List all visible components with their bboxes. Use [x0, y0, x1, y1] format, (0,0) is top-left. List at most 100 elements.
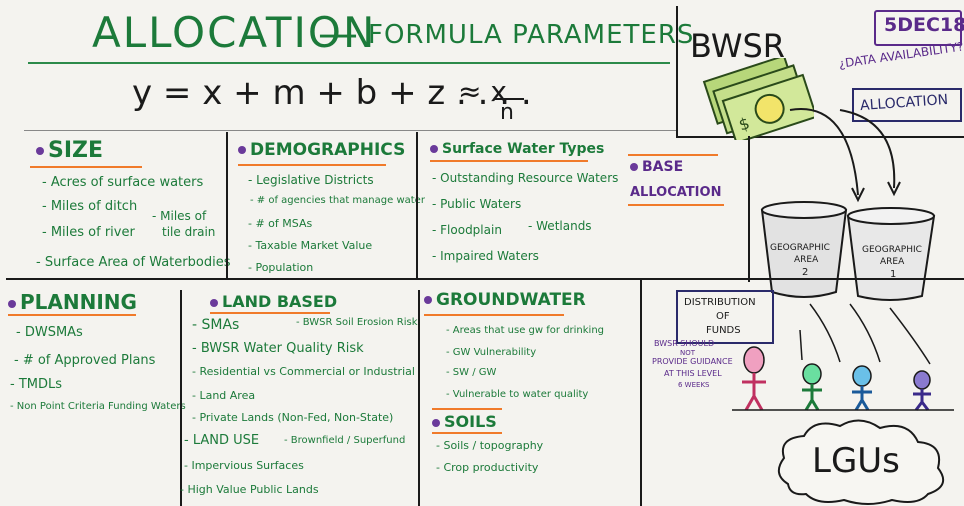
size-side-note: tile drain [162, 225, 216, 239]
groundwater-item: - Areas that use gw for drinking [446, 325, 605, 336]
demographics-item: - Taxable Market Value [248, 239, 373, 252]
land-based-item: - Residential vs Commercial or Industria… [192, 365, 415, 378]
title-underline [28, 62, 670, 64]
land-based-underline [210, 312, 330, 314]
planning-item: - DWSMAs [16, 325, 83, 340]
land-based-item: - SMAs [192, 317, 240, 333]
title: ALLOCATION [92, 8, 377, 57]
planning-divider [180, 290, 182, 506]
bullet-icon [430, 145, 438, 153]
groundwater-underline [424, 314, 564, 316]
distribution-line3: FUNDS [706, 325, 741, 336]
bucket-left-line3: 2 [802, 267, 809, 278]
bullet-icon [424, 296, 432, 304]
bucket-left-line1: GEOGRAPHIC [770, 243, 830, 253]
diagram-divider [640, 280, 642, 506]
bucket-right-line3: 1 [890, 269, 897, 280]
planning-underline [8, 314, 136, 316]
bullet-icon [36, 147, 44, 155]
bwsr-note-line5: 6 WEEKS [678, 381, 710, 389]
soils-header-label: SOILS [444, 412, 497, 431]
surface-water-item: - Impaired Waters [432, 249, 539, 263]
surface-water-item: - Floodplain [432, 223, 502, 237]
vertical-divider-mid [748, 136, 750, 282]
date-box [874, 10, 962, 46]
surface-water-item: - Public Waters [432, 197, 522, 211]
land-based-item: - Private Lands (Non-Fed, Non-State) [192, 411, 394, 424]
surface-water-header-label: Surface Water Types [442, 141, 605, 157]
land-based-item: - BWSR Water Quality Risk [192, 341, 364, 356]
size-item: - Surface Area of Waterbodies [36, 255, 231, 270]
people-icons [732, 346, 954, 411]
bwsr-note-line2: NOT [680, 349, 696, 357]
demographics-item: - # of MSAs [248, 217, 313, 230]
distribution-box [676, 290, 774, 344]
base-allocation-line2: ALLOCATION [630, 185, 722, 200]
bwsr-note-line1: BWSR SHOULD [654, 339, 715, 348]
bwsr-label: BWSR [690, 27, 785, 65]
base-allocation-label1: BASE [642, 159, 684, 175]
distribution-line2: OF [716, 311, 730, 322]
surface-water-item: - Outstanding Resource Waters [432, 171, 619, 185]
title-dash: — [318, 11, 358, 57]
planning-item: - TMDLs [10, 377, 63, 392]
planning-item: - Non Point Criteria Funding Waters [10, 401, 186, 412]
planning-header-label: PLANNING [20, 290, 137, 314]
groundwater-header-label: GROUNDWATER [436, 290, 586, 310]
bullet-icon [8, 299, 16, 308]
demographics-header: DEMOGRAPHICS [238, 142, 405, 159]
size-header-label: SIZE [48, 138, 104, 163]
groundwater-header: GROUNDWATER [424, 292, 586, 309]
distribution-arrows [799, 303, 931, 365]
size-header: SIZE [36, 140, 103, 162]
land-based-item: - Land Area [192, 389, 256, 402]
top-right-divider [676, 136, 964, 138]
soils-item: - Crop productivity [436, 461, 539, 474]
demographics-item: - # of agencies that manage water [250, 195, 425, 206]
base-allocation-line1: BASE [630, 160, 683, 174]
bullet-icon [210, 298, 218, 307]
bucket-right-line2: AREA [880, 257, 905, 267]
money-icon: $ [702, 58, 814, 140]
top-sections-divider [24, 130, 676, 131]
demographics-divider [416, 132, 418, 278]
row-divider [6, 278, 964, 280]
land-based-item: - LAND USE [184, 433, 260, 448]
arrows-to-buckets [789, 108, 901, 203]
demographics-item: - Legislative Districts [248, 173, 374, 187]
formula-fraction-bar [494, 98, 524, 100]
size-underline [30, 166, 142, 168]
soils-item: - Soils / topography [436, 439, 544, 452]
bullet-icon [432, 418, 440, 427]
lgus-label: LGUs [812, 441, 900, 481]
size-divider [226, 132, 228, 278]
land-based-item: - Impervious Surfaces [184, 459, 304, 472]
bullet-icon [238, 146, 246, 154]
subtitle: FORMULA PARAMETERS [368, 20, 695, 50]
land-based-divider [418, 290, 420, 506]
land-based-header: LAND BASED [210, 294, 337, 310]
groundwater-item: - SW / GW [446, 367, 497, 378]
demographics-header-label: DEMOGRAPHICS [250, 140, 406, 160]
person-pink-icon [742, 346, 766, 411]
vertical-divider-top [676, 6, 678, 136]
land-based-side-note: - BWSR Soil Erosion Risk [296, 317, 418, 328]
formula-denominator: n [500, 100, 514, 125]
planning-item: - # of Approved Plans [14, 353, 156, 368]
size-item: - Acres of surface waters [42, 175, 204, 190]
size-side-note: - Miles of [152, 209, 207, 223]
soils-header: SOILS [432, 414, 497, 430]
bwsr-note-line4: AT THIS LEVEL [664, 369, 722, 378]
bucket-left-line2: AREA [794, 255, 819, 265]
land-based-header-label: LAND BASED [222, 292, 338, 311]
formula: y = x + m + b + z . . . . [132, 73, 532, 113]
demographics-item: - Population [248, 261, 314, 274]
surface-water-header: Surface Water Types [430, 142, 604, 156]
size-item: - Miles of river [42, 225, 135, 240]
size-item: - Miles of ditch [42, 199, 138, 214]
bwsr-note-line3: PROVIDE GUIDANCE [652, 357, 733, 366]
bucket-right-line1: GEOGRAPHIC [862, 245, 922, 255]
person-purple-icon [913, 370, 931, 411]
soils-overline [432, 408, 502, 410]
